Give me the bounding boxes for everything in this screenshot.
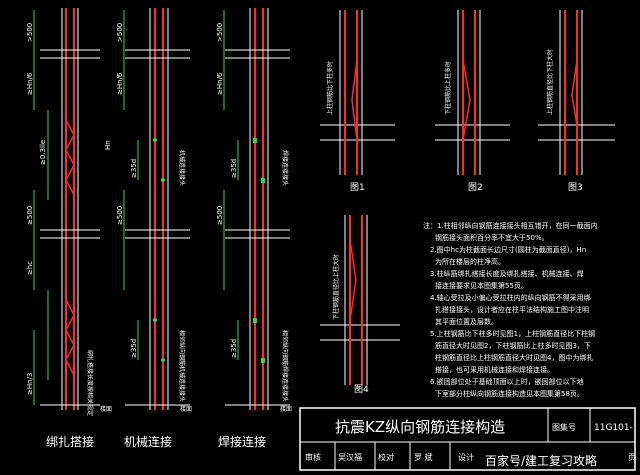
fig-1-label: 图1	[350, 182, 365, 193]
note-line: 其平面位置及层数。	[435, 317, 498, 326]
dim-lap-hn3: ≥Hn/3	[26, 373, 34, 395]
page-label: 页	[628, 453, 636, 462]
note-line: 6.嵌固部位处于基础顶面以上时，嵌固部位以下地	[430, 377, 584, 386]
note-line: 柱钢筋直径比上柱钢筋直径大时见图4，图中为绑扎	[435, 353, 593, 362]
note-line: 注：1.柱相邻纵向钢筋连接接头相互错开，在同一截面内	[423, 221, 598, 230]
fig-3-note: 上柱钢筋直径比下柱大时	[546, 49, 554, 115]
watermark-text: 百家号/建工复习攻略	[485, 453, 597, 468]
fig-2-label: 图2	[468, 182, 483, 193]
dim-weld-35d-2: ≥35d	[230, 339, 238, 358]
note-mech-note: 相邻纵向钢筋机械连接接头	[178, 330, 186, 402]
fig-1: 图1 上柱钢筋比下柱多时	[320, 10, 395, 193]
note-line: 搭接，也可采用机械连接和焊接连接。	[435, 365, 554, 374]
note-line: 筋直径大时见图2，下柱钢筋比上柱多时见图3，下	[435, 341, 591, 350]
check-label: 校对	[378, 452, 394, 462]
note-line: 接连接要求见本图集第55页。	[435, 281, 528, 290]
note-line: 2.图中hc为柱截面长边尺寸(圆柱为截面直径)，Hn	[430, 245, 586, 254]
dim-mech-h6: ≥Hn/6	[116, 72, 124, 95]
title-block: 抗震KZ纵向钢筋连接构造 图集号 11G101- 审核 吴汉福 校对 罗 斌 设…	[299, 407, 636, 471]
dim-mech-top: >500	[116, 23, 124, 42]
dim-weld-h6: ≥Hn/6	[216, 72, 224, 95]
dim-mech-500b: ≥500	[116, 206, 124, 225]
fig-4-label: 图4	[354, 384, 369, 395]
dim-spacing: ≥0.3lle	[39, 140, 47, 165]
dim-hn: Hn	[104, 140, 112, 150]
atlas-label: 图集号	[552, 422, 576, 432]
fig-4: 图4 下柱钢筋直径比上柱大时	[320, 215, 400, 395]
label-weld: 焊接连接	[218, 434, 266, 449]
fig-2-note: 下柱钢筋比上柱多时	[444, 61, 452, 115]
dim-mech-35d: ≥35d	[130, 159, 138, 178]
note-beam-top-2: 楼面	[180, 405, 192, 413]
dim-lap-hc: ≥hc	[26, 261, 34, 275]
note-beam-top-1: 楼面	[100, 405, 112, 413]
notes-block: 注：1.柱相邻纵向钢筋连接接头相互错开，在同一截面内 钢筋接头面积百分率不宜大于…	[423, 221, 598, 398]
note-line: 5.上柱钢筋比下柱多时见图1，上柱钢筋直径比下柱钢	[430, 329, 595, 338]
reviewer: 吴汉福	[338, 453, 362, 462]
dim-weld-500b: ≥500	[216, 206, 224, 225]
note-line: 下室部分柱纵向钢筋连接构造见本图集第58页。	[435, 389, 584, 398]
label-mech: 机械连接	[124, 434, 172, 449]
design-label: 设计	[458, 452, 474, 462]
note-lap-note: 绑扎搭接长度按相关规定	[86, 350, 94, 416]
column-mech	[123, 8, 190, 410]
dim-mech-35d-2: ≥35d	[130, 339, 138, 358]
label-lap: 绑扎搭接	[46, 434, 94, 449]
note-line: 扎搭接接头，设计者应在柱平法结构施工图中注明	[435, 305, 589, 314]
note-line: 3.柱纵筋绑扎搭接长度及绑扎搭接、机械连接、焊	[430, 269, 584, 278]
note-line: 4.轴心受拉及小偏心受拉柱内的纵向钢筋不得采用绑	[430, 293, 591, 302]
dim-lap-top: >500	[26, 23, 34, 42]
watermark: 百家号/建工复习攻略	[485, 453, 597, 468]
column-lap	[33, 8, 100, 410]
dim-lap-500b: ≥500	[26, 206, 34, 225]
checker: 罗 斌	[414, 452, 433, 462]
atlas-no: 11G101-	[594, 423, 633, 433]
note-weld-zone: 焊接连接接头	[281, 150, 289, 186]
note-weld-note: 相邻纵向钢筋焊接连接接头	[281, 330, 289, 402]
dim-weld-35d: ≥35d	[230, 159, 238, 178]
fig-3: 图3 上柱钢筋直径比下柱大时	[538, 10, 615, 193]
review-label: 审核	[305, 452, 321, 462]
drawing-title: 抗震KZ纵向钢筋连接构造	[335, 418, 505, 436]
column-weld	[223, 8, 290, 410]
dim-lap-h6: ≥Hn/6	[26, 72, 34, 95]
fig-4-note: 下柱钢筋直径比上柱大时	[332, 254, 340, 320]
fig-2: 图2 下柱钢筋比上柱多时	[435, 10, 510, 193]
note-beam-top-3: 楼面	[280, 405, 292, 413]
dim-weld-top: >500	[216, 23, 224, 42]
note-line: 为所在楼层的柱净高。	[435, 257, 505, 266]
fig-1-note: 上柱钢筋比下柱多时	[326, 61, 334, 115]
note-mech-zone: 机械连接接头	[178, 150, 186, 186]
fig-3-label: 图3	[568, 182, 583, 193]
note-line: 钢筋接头面积百分率不宜大于50%。	[435, 233, 549, 242]
